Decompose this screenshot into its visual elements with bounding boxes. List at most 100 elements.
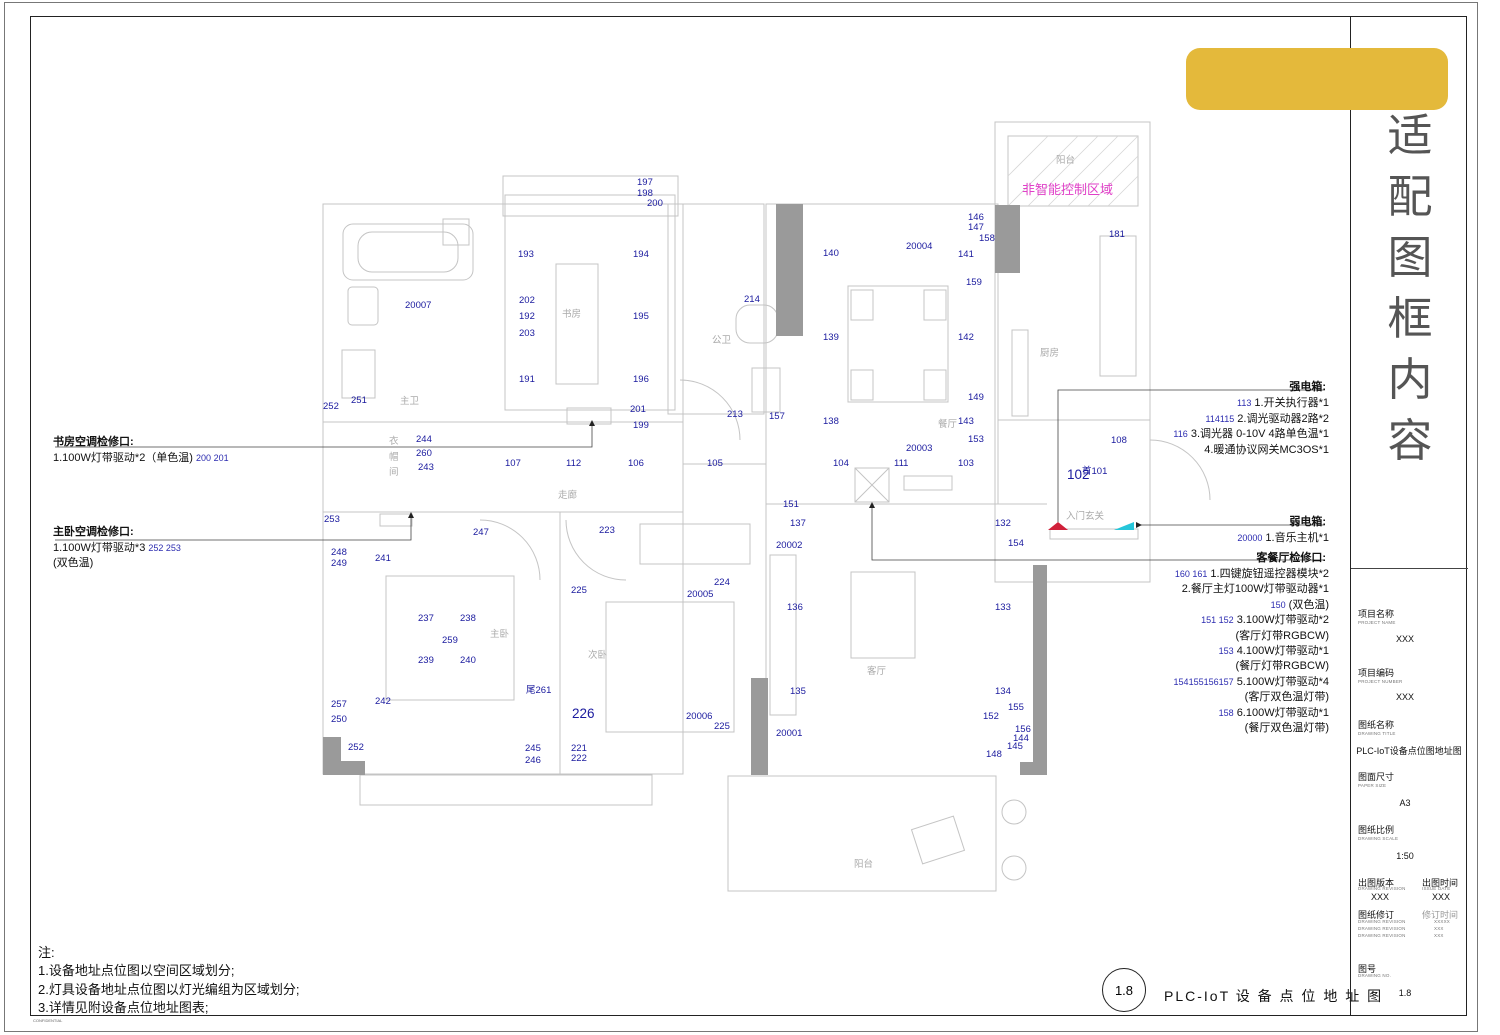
tb-modify-row-sub: DRAWING REVISION — [1358, 919, 1406, 924]
note-3: 3.详情见附设备点位地址图表; — [38, 1000, 209, 1015]
tb-field-sub: PROJECT NAME — [1358, 620, 1396, 625]
room-master-bed: 主卧 — [490, 629, 510, 640]
device-label: 245 — [525, 743, 541, 754]
notes-heading: 注: — [38, 945, 55, 960]
weak_box-title: 弱电箱: — [1289, 516, 1326, 528]
tb-drawing-no-value: 1.8 — [1398, 988, 1412, 998]
device-label: 153 — [968, 434, 984, 445]
device-label: 138 — [823, 416, 839, 427]
room-balcony-north: 阳台 — [1056, 155, 1076, 166]
room-closet-2: 帽 — [389, 452, 399, 463]
dining_access-line: 154155156157 5.100W灯带驱动*4 — [1173, 675, 1329, 688]
device-label: 107 — [505, 458, 521, 469]
dining_access-line: (客厅双色温灯带) — [1244, 691, 1329, 704]
dining_access-line: 151 152 3.100W灯带驱动*2 — [1201, 614, 1329, 627]
device-label: 140 — [823, 248, 839, 259]
tb-field-sub: DRAWING TITLE — [1358, 731, 1396, 736]
device-label: 首101 — [1082, 466, 1108, 477]
dining_access-line: 153 4.100W灯带驱动*1 — [1218, 645, 1329, 657]
strong_box-line: 4.暖通协议网关MC3OS*1 — [1204, 443, 1329, 456]
device-label: 237 — [418, 613, 434, 624]
tb-modify-row-value: XXX — [1434, 933, 1444, 938]
device-label: 104 — [833, 458, 849, 469]
tb-drawing-no-label: 图号 — [1358, 964, 1377, 974]
device-label: 222 — [571, 753, 587, 764]
device-label: 147 — [968, 222, 984, 233]
tb-modify-time-label: 修订时间 — [1422, 910, 1459, 920]
tb-issue-label: 出图时间 — [1422, 878, 1459, 888]
tb-revision-label: 出图版本 — [1358, 878, 1395, 888]
device-label: 200 — [647, 198, 663, 209]
device-label: 191 — [519, 374, 535, 385]
device-label: 214 — [744, 294, 760, 305]
device-label: 134 — [995, 686, 1011, 697]
strong_box-line: 113 1.开关执行器*1 — [1237, 397, 1329, 409]
note-2: 2.灯具设备地址点位图以灯光编组为区域划分; — [38, 982, 300, 997]
device-label: 196 — [633, 374, 649, 385]
room-closet-3: 间 — [389, 467, 399, 478]
room-study: 书房 — [562, 309, 582, 320]
tb-field-value: XXX — [1395, 692, 1414, 702]
master-ac-line-1: 1.100W灯带驱动*3 252 253 — [53, 542, 181, 554]
tb-field-label: 图纸名称 — [1358, 720, 1395, 730]
frame-title: 适配图框内容 — [1387, 109, 1433, 467]
room-kitchen: 厨房 — [1040, 348, 1060, 359]
device-label: 20001 — [776, 728, 803, 739]
strong_box-line: 116 3.调光器 0-10V 4路单色温*1 — [1173, 428, 1329, 440]
device-label: 257 — [331, 699, 347, 710]
device-label: 181 — [1109, 229, 1125, 240]
device-label: 20004 — [906, 241, 933, 252]
device-label: 20005 — [687, 589, 714, 600]
room-balcony-south: 阳台 — [854, 859, 874, 870]
device-label: 244 — [416, 434, 432, 445]
device-label: 146 — [968, 212, 984, 223]
device-label: 151 — [783, 499, 799, 510]
accent-badge — [1186, 48, 1448, 110]
device-label: 156 — [1015, 724, 1031, 735]
device-label: 157 — [769, 411, 785, 422]
tb-field-label: 项目名称 — [1358, 609, 1395, 619]
device-label: 199 — [633, 420, 649, 431]
dining_access-line: 150 (双色温) — [1270, 598, 1329, 611]
device-label: 250 — [331, 714, 347, 725]
device-label: 247 — [473, 527, 489, 538]
device-label: 225 — [571, 585, 587, 596]
study-ac-title: 书房空调检修口: — [53, 436, 134, 448]
device-label: 248 — [331, 547, 347, 558]
tb-field-label: 图纸比例 — [1358, 825, 1395, 835]
device-label: 137 — [790, 518, 806, 529]
title-block — [1350, 16, 1468, 1016]
device-label: 111 — [894, 458, 909, 469]
drawing-number-circle: 1.8 — [1102, 968, 1146, 1012]
room-second-bed: 次卧 — [588, 650, 608, 661]
device-label: 224 — [714, 577, 730, 588]
room-living: 客厅 — [867, 666, 887, 677]
dining_access-line: 160 161 1.四键旋钮遥控器模块*2 — [1174, 568, 1329, 580]
tb-modify-row-sub: DRAWING REVISION — [1358, 926, 1406, 931]
device-label: 239 — [418, 655, 434, 666]
device-label: 141 — [958, 249, 974, 260]
note-1: 1.设备地址点位图以空间区域划分; — [38, 963, 235, 978]
room-dining: 餐厅 — [938, 419, 958, 430]
device-label: 139 — [823, 332, 839, 343]
tb-field-value: XXX — [1395, 634, 1414, 644]
device-label: 252 — [323, 401, 339, 412]
tb-field-value: A3 — [1399, 798, 1411, 808]
dining_access-title: 客餐厅检修口: — [1256, 552, 1326, 564]
device-label: 241 — [375, 553, 391, 564]
tb-revision-sub: DRAWING REVISION — [1358, 886, 1406, 891]
device-label: 202 — [519, 295, 535, 306]
room-public-bath: 公卫 — [712, 335, 732, 346]
tb-field-label: 图面尺寸 — [1358, 772, 1395, 782]
dining_access-line: (餐厅双色温灯带) — [1244, 722, 1329, 734]
device-label: 195 — [633, 311, 649, 322]
device-label: 238 — [460, 613, 476, 624]
device-label: 223 — [599, 525, 615, 536]
device-label: 203 — [519, 328, 535, 339]
device-label: 102 — [1067, 467, 1090, 482]
tb-modify-row-value: XXXXX — [1434, 919, 1451, 924]
device-label: 148 — [986, 749, 1002, 760]
tb-modify-row-sub: DRAWING REVISION — [1358, 933, 1406, 938]
device-label: 253 — [324, 514, 340, 525]
